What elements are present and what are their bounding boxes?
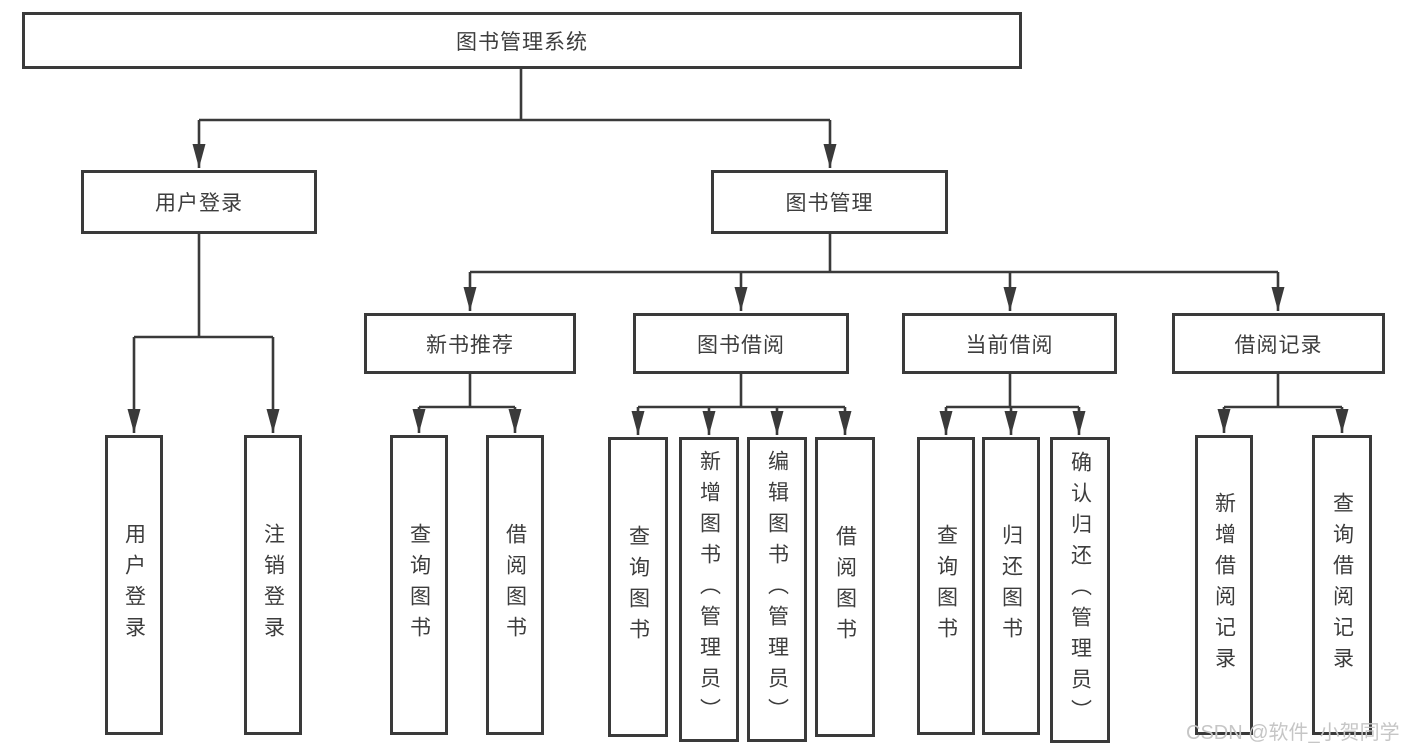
node-label: 归还图书 — [999, 524, 1023, 648]
node-user-login: 用户登录 — [81, 170, 317, 234]
leaf-br-query-record: 查询借阅记录 — [1312, 435, 1372, 735]
node-label: 图书借阅 — [697, 333, 785, 357]
node-label: 编辑图书（管理员） — [765, 450, 789, 729]
node-label: 查询借阅记录 — [1330, 492, 1354, 678]
node-label: 借阅图书 — [503, 523, 527, 647]
leaf-bb-query-books: 查询图书 — [608, 437, 668, 737]
node-book-borrow: 图书借阅 — [633, 313, 849, 374]
node-label: 图书管理系统 — [456, 30, 588, 54]
node-library-management-system: 图书管理系统 — [22, 12, 1022, 69]
node-label: 新增图书（管理员） — [697, 450, 721, 729]
node-label: 当前借阅 — [965, 333, 1054, 357]
node-label: 借阅图书 — [833, 525, 857, 649]
leaf-bb-borrow-books: 借阅图书 — [815, 437, 875, 737]
leaf-bb-edit-books-admin: 编辑图书（管理员） — [747, 437, 807, 742]
node-label: 新增借阅记录 — [1212, 492, 1236, 678]
node-label: 用户登录 — [155, 192, 243, 215]
leaf-br-add-record: 新增借阅记录 — [1195, 435, 1253, 735]
node-label: 查询图书 — [407, 523, 431, 647]
leaf-cb-confirm-return-admin: 确认归还（管理员） — [1050, 437, 1110, 743]
leaf-cb-return-books: 归还图书 — [982, 437, 1040, 735]
node-label: 注销登录 — [261, 523, 285, 647]
node-label: 确认归还（管理员） — [1068, 450, 1092, 730]
leaf-bb-add-books-admin: 新增图书（管理员） — [679, 437, 739, 742]
node-current-borrow: 当前借阅 — [902, 313, 1117, 374]
node-label: 查询图书 — [626, 525, 650, 649]
leaf-nbr-borrow-books: 借阅图书 — [486, 435, 544, 735]
node-label: 新书推荐 — [426, 333, 514, 357]
node-label: 图书管理 — [785, 192, 874, 215]
csdn-watermark: CSDN @软件_小贺同学 — [1186, 722, 1400, 744]
leaf-logout: 注销登录 — [244, 435, 302, 735]
connectors — [127, 69, 1349, 435]
node-label: 查询图书 — [934, 524, 958, 648]
node-new-book-recommend: 新书推荐 — [364, 313, 576, 374]
node-label: 借阅记录 — [1234, 333, 1323, 357]
node-borrow-records: 借阅记录 — [1172, 313, 1385, 374]
node-label: 用户登录 — [122, 523, 146, 647]
leaf-user-login: 用户登录 — [105, 435, 163, 735]
node-book-management: 图书管理 — [711, 170, 948, 234]
leaf-nbr-query-books: 查询图书 — [390, 435, 448, 735]
leaf-cb-query-books: 查询图书 — [917, 437, 975, 735]
